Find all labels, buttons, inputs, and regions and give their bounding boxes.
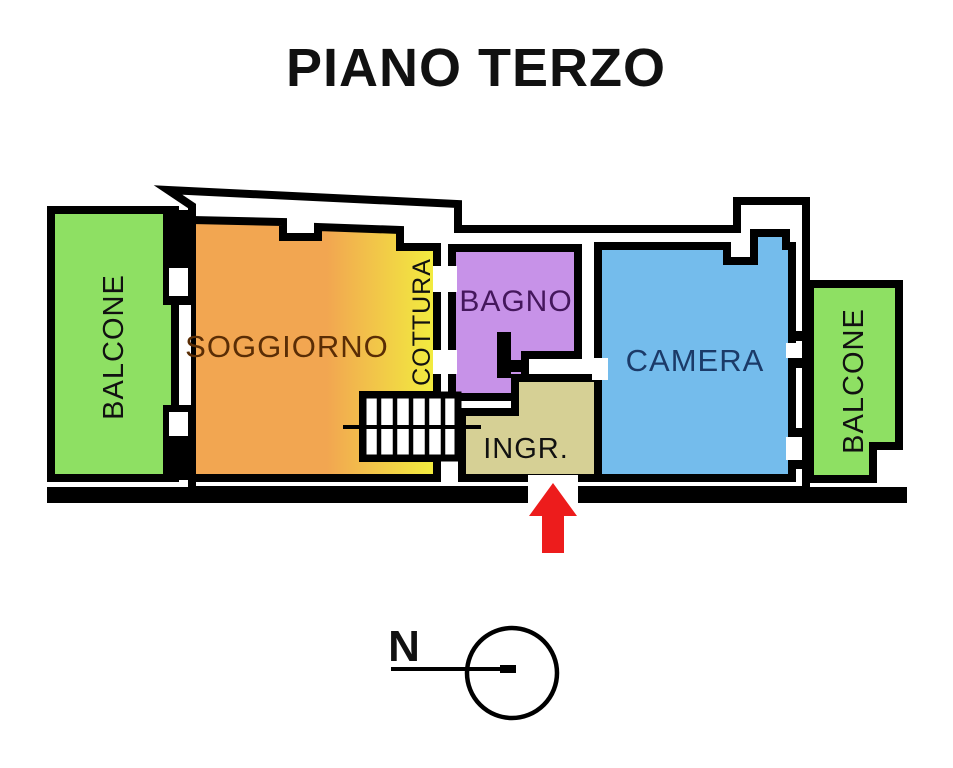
door-opening-ingresso-camera xyxy=(592,358,608,380)
label-cottura: COTTURA xyxy=(408,258,436,386)
label-bagno: BAGNO xyxy=(459,285,572,318)
bagno-divider-wall-foot xyxy=(511,360,525,372)
compass-needle-tip xyxy=(500,665,516,673)
label-ingresso: INGR. xyxy=(483,433,569,465)
bottom-outer-wall xyxy=(47,487,907,503)
right-door-jamb-4 xyxy=(792,460,812,469)
room-camera xyxy=(594,229,796,482)
label-camera: CAMERA xyxy=(626,343,765,378)
right-door-jamb-1 xyxy=(792,331,812,341)
door-opening-camera-balcone xyxy=(786,343,800,358)
label-balcone-left: BALCONE xyxy=(98,274,130,420)
bagno-divider-wall xyxy=(497,332,511,378)
entrance-arrow-icon xyxy=(529,483,577,553)
compass-circle xyxy=(464,625,560,721)
compass: N xyxy=(388,622,560,721)
room-balcone-left xyxy=(47,206,179,482)
label-balcone-right: BALCONE xyxy=(838,308,870,454)
left-window-opening-upper xyxy=(169,268,189,296)
door-opening-cottura-bagno-lower xyxy=(433,350,457,374)
room-balcone-right xyxy=(806,280,903,483)
compass-north-label: N xyxy=(388,622,420,671)
left-window-opening-lower xyxy=(169,412,189,436)
page-title: PIANO TERZO xyxy=(286,38,666,98)
door-opening-cottura-bagno-upper xyxy=(433,266,457,292)
right-door-jamb-3 xyxy=(792,428,812,437)
stairs xyxy=(343,391,481,462)
label-soggiorno: SOGGIORNO xyxy=(185,329,389,364)
room-soggiorno-cottura xyxy=(188,215,441,482)
right-door-jamb-2 xyxy=(792,358,812,368)
left-french-window xyxy=(179,305,191,405)
window-opening-camera-lower xyxy=(786,437,800,460)
